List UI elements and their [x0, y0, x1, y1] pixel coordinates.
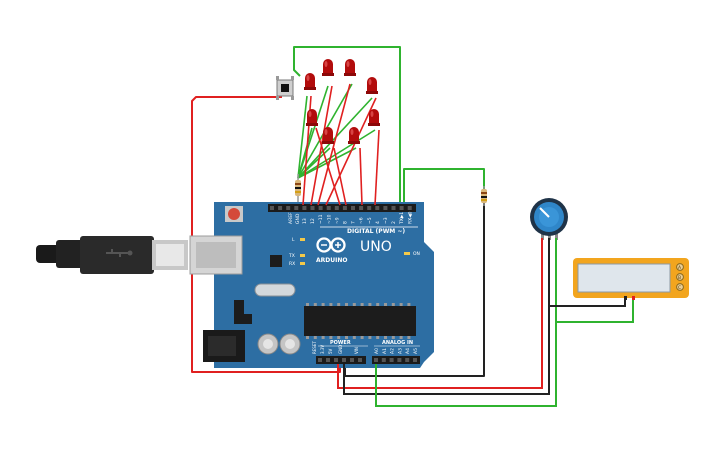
- wire-green-8[interactable]: [297, 129, 376, 179]
- led-icon[interactable]: [322, 127, 334, 144]
- led-icon[interactable]: [306, 109, 318, 126]
- analog-pin-label: A3: [397, 348, 403, 354]
- resistor-icon[interactable]: [295, 174, 301, 202]
- pushbutton-icon[interactable]: [276, 76, 294, 100]
- analog-pin-label: A2: [390, 348, 396, 354]
- digital-header[interactable]: [268, 204, 416, 212]
- analog-pin-label: A0: [374, 348, 380, 354]
- led-icon[interactable]: [368, 109, 380, 126]
- lcd-button-a-label: A: [678, 265, 682, 271]
- lcd-button-b[interactable]: [676, 273, 684, 281]
- wire-black-pot[interactable]: [343, 238, 550, 395]
- digital-pin-label: ~5: [367, 217, 373, 224]
- arduino-label: ARDUINO: [316, 257, 347, 264]
- on-label: ON: [413, 251, 420, 257]
- reset-button[interactable]: [228, 208, 240, 220]
- wire-red-6[interactable]: [333, 147, 347, 206]
- wire-green-led-loop[interactable]: [293, 46, 401, 212]
- digital-pin-label: ~10: [326, 214, 332, 224]
- digital-pin-label: ~11: [318, 214, 324, 224]
- led-icon[interactable]: [344, 59, 356, 76]
- lcd-button-b-label: B: [678, 275, 681, 281]
- wire-green-5[interactable]: [297, 127, 313, 179]
- atmega-chip: [304, 306, 416, 336]
- led-icon[interactable]: [304, 73, 316, 90]
- led-tx-label: TX: [288, 253, 295, 259]
- wire-red-5[interactable]: [315, 127, 341, 206]
- crystal: [254, 283, 296, 297]
- analog-header[interactable]: [372, 356, 420, 364]
- lcd-button-c[interactable]: [676, 283, 684, 291]
- wire-red-4[interactable]: [325, 97, 377, 206]
- digital-pin-label: ~3: [383, 217, 389, 224]
- wire-red-3[interactable]: [317, 83, 351, 206]
- digital-pwm-label: DIGITAL (PWM ~): [347, 228, 405, 235]
- digital-pin-label: 2: [391, 221, 397, 224]
- resistor-2-icon[interactable]: [481, 186, 487, 206]
- digital-pin-label: RX◀0: [407, 211, 413, 224]
- uno-label: UNO: [360, 239, 392, 255]
- wire-red-7[interactable]: [359, 147, 363, 206]
- digital-pin-label: ~6: [359, 217, 365, 224]
- wire-black-lcd[interactable]: [549, 300, 626, 307]
- digital-pin-label: ~9: [334, 217, 340, 224]
- lcd-wires: [549, 300, 634, 323]
- analog-pin-label: A5: [413, 348, 419, 354]
- wire-red-pot[interactable]: [337, 238, 543, 389]
- digital-pin-label: 8: [343, 221, 349, 224]
- lcd-button-c-label: C: [678, 285, 681, 291]
- digital-pin-label: 13: [302, 218, 308, 224]
- potentiometer-icon[interactable]: [530, 198, 568, 240]
- led-wires: [297, 83, 380, 206]
- gnd-label: GND: [295, 213, 301, 224]
- aref-label: AREF: [288, 212, 294, 224]
- usb-cable-icon: [36, 236, 188, 274]
- digital-pin-label: TX▶1: [399, 212, 405, 225]
- digital-pin-label: 4: [375, 221, 381, 224]
- wire-green-1[interactable]: [297, 95, 308, 179]
- led-icon[interactable]: [322, 59, 334, 76]
- led-icon[interactable]: [366, 77, 378, 94]
- power-header[interactable]: [316, 356, 366, 364]
- led-l-label: L: [292, 237, 295, 243]
- analog-pin-label: A4: [405, 348, 411, 354]
- lcd-module[interactable]: A B C: [573, 258, 689, 300]
- led-rx-label: RX: [289, 261, 295, 267]
- wire-red-lcd[interactable]: [556, 300, 634, 323]
- reset-pin-label: RESET: [312, 341, 317, 354]
- vin-pin-label: VIN: [354, 347, 359, 354]
- led-array: [304, 59, 380, 144]
- wire-green-pin-resistor[interactable]: [403, 168, 485, 212]
- arduino-logo: [316, 237, 346, 253]
- digital-pin-label: 7: [351, 221, 357, 224]
- v5-pin-label: 5V: [328, 348, 333, 354]
- digital-pin-label: 12: [310, 218, 316, 224]
- wire-red-8[interactable]: [374, 129, 380, 206]
- lcd-button-a[interactable]: [676, 263, 684, 271]
- wire-green-6[interactable]: [297, 147, 331, 179]
- power-label: POWER: [330, 340, 351, 346]
- v33-pin-label: 3.3V: [320, 345, 325, 354]
- analog-in-label: ANALOG IN: [382, 340, 413, 346]
- led-icon[interactable]: [348, 127, 360, 144]
- analog-pin-label: A1: [382, 348, 388, 354]
- gnd-pin-label: GND: [338, 345, 343, 354]
